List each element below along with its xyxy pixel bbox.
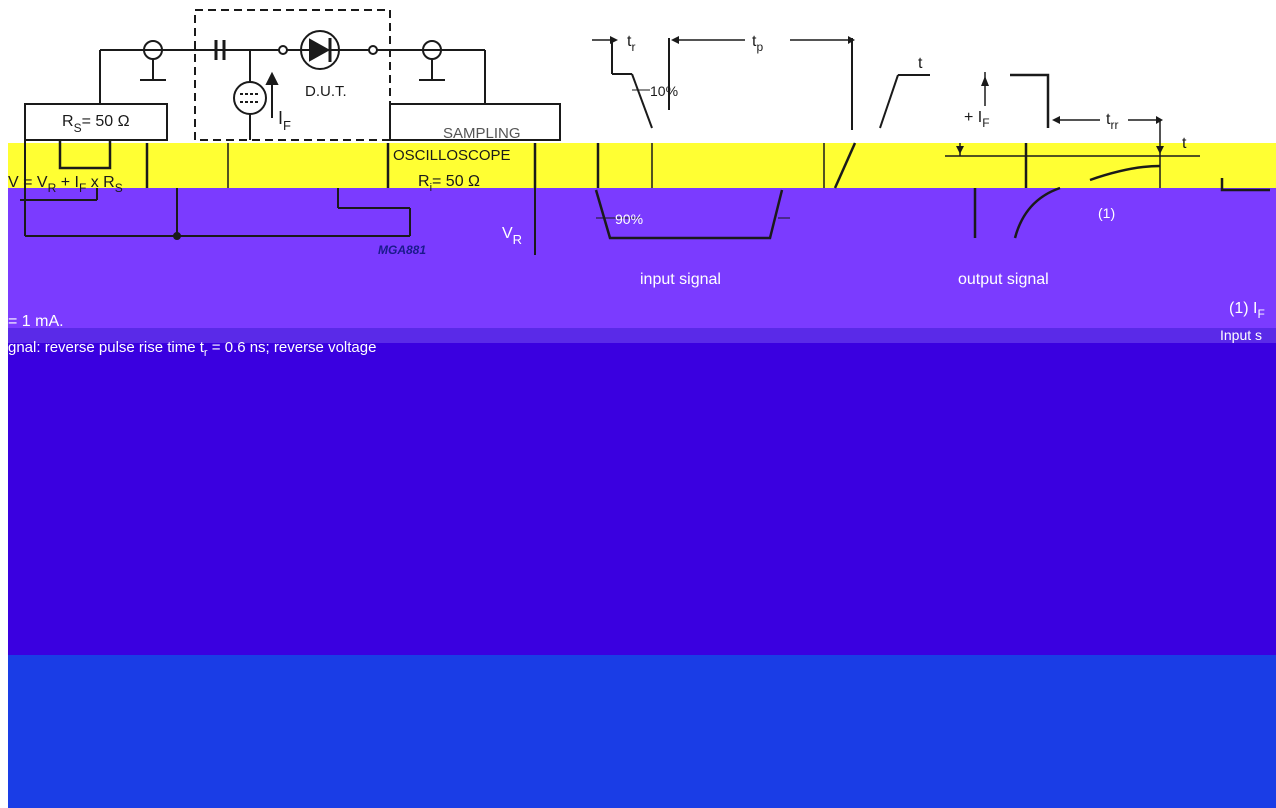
circuit-labels: RS= 50 Ω D.U.T. IF SAMPLING OSCILLOSCOPE…	[8, 83, 521, 257]
note-marker: (1)	[1098, 205, 1115, 221]
notes: = 1 mA. (1) IF Input s gnal: reverse pul…	[8, 300, 1265, 359]
note-left: = 1 mA.	[8, 313, 64, 330]
v-formula: V = VR + IF x RS	[8, 174, 123, 195]
coax-right-icon	[419, 40, 445, 81]
tp-label: tp	[752, 33, 763, 54]
current-source-icon	[233, 50, 279, 140]
purple-band	[8, 188, 1276, 328]
rs-label: RS= 50 Ω	[62, 113, 130, 135]
input-signal-caption: input signal	[640, 271, 721, 288]
vr-label: VR	[502, 225, 522, 247]
oscilloscope-label: OSCILLOSCOPE	[393, 147, 511, 164]
coax-left-icon	[140, 40, 166, 81]
input-signal-line: gnal: reverse pulse rise time tr = 0.6 n…	[8, 339, 376, 359]
note-right: (1) IF	[1229, 300, 1265, 321]
dut-label: D.U.T.	[305, 83, 347, 100]
input-waveform	[594, 38, 930, 240]
figure-code: MGA881	[378, 243, 426, 257]
deep-band	[8, 343, 1276, 655]
rs-box	[24, 103, 168, 141]
blue-band	[8, 655, 1276, 808]
sampling-label: SAMPLING	[443, 125, 521, 142]
output-labels: + IF trr t (1) output signal	[958, 109, 1187, 288]
output-if-label: + IF	[964, 109, 990, 130]
input-labels: tr tp t 10% 90% VR input signal	[502, 33, 923, 288]
dut-dashed-box	[194, 9, 391, 141]
output-waveform	[945, 72, 1270, 239]
trr-label: trr	[1106, 111, 1118, 132]
pct10-label: 10%	[650, 83, 678, 99]
pct90-label: 90%	[615, 211, 643, 227]
if-label: IF	[278, 108, 291, 133]
sampling-box	[389, 103, 561, 141]
input-cut-label: Input s	[1220, 327, 1262, 343]
yellow-band	[8, 143, 1276, 188]
diode-icon	[278, 30, 378, 70]
indigo-band	[8, 328, 1276, 343]
output-t-label: t	[1182, 135, 1187, 152]
capacitor-icon	[214, 40, 226, 60]
input-arrows	[592, 36, 855, 44]
input-t-label: t	[918, 55, 923, 72]
tr-label: tr	[627, 33, 635, 54]
ri-label: Ri= 50 Ω	[418, 173, 480, 194]
output-signal-caption: output signal	[958, 271, 1049, 288]
